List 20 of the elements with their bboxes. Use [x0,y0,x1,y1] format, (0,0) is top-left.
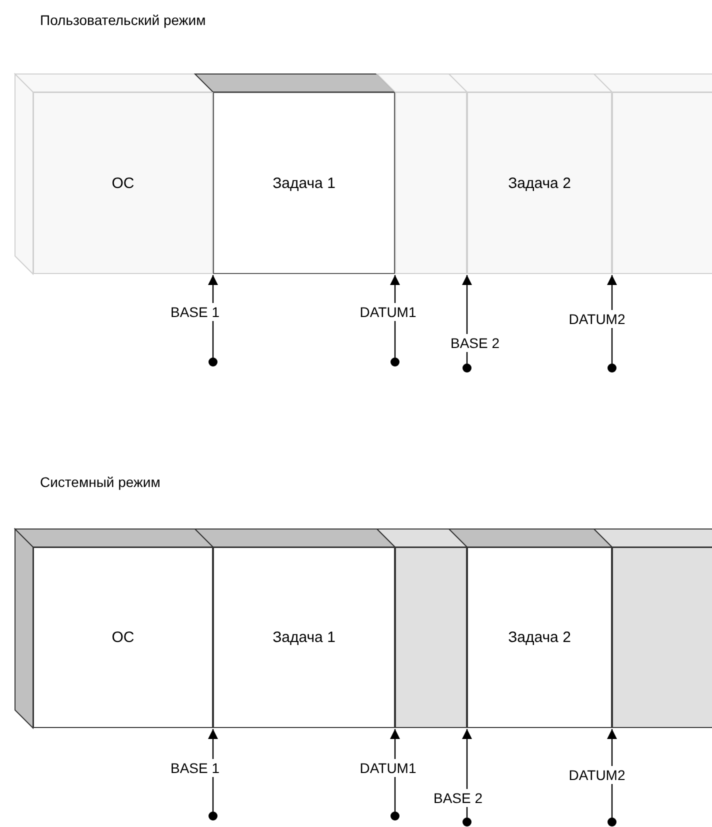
mode-heading: Пользовательский режим [40,12,206,28]
edge-label: DATUM1 [360,759,416,777]
memory-segment [213,547,395,728]
segment-label: Задача 2 [508,629,571,646]
segment-label: Задача 1 [272,629,336,646]
mode-heading: Системный режим [40,474,160,490]
memory-segment [213,92,395,274]
edge-label: BASE 1 [170,303,220,321]
segment-label: ОС [112,629,134,646]
edge-label: BASE 1 [170,759,220,777]
segment-label: Задача 1 [272,174,336,192]
edge-label: BASE 2 [450,334,500,352]
memory-segment [33,547,213,728]
edge-label: DATUM2 [568,766,626,784]
segment-label: ОС [112,174,134,192]
edge-label: DATUM1 [360,303,416,321]
edge-label: DATUM2 [568,310,626,328]
edge-label: BASE 2 [433,789,483,807]
segment-label: Задача 2 [508,174,571,192]
memory-segment [467,547,612,728]
